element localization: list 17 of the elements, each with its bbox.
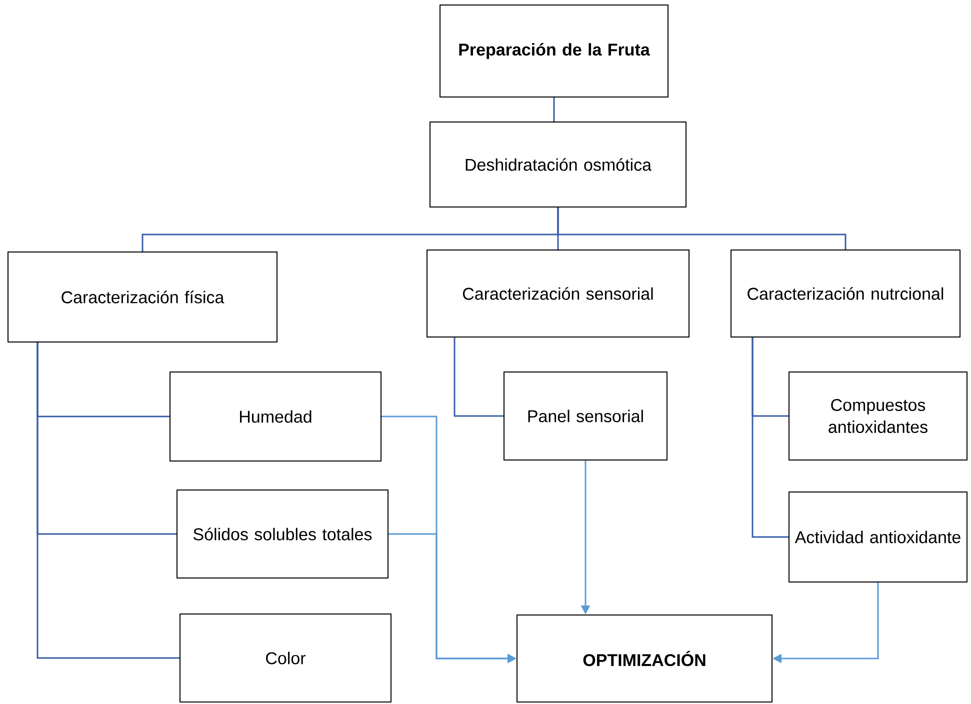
process-box: Actividad antioxidante [788,492,968,582]
connector-line [36,342,180,659]
connector-line [553,98,555,122]
process-box: Deshidratación osmótica [430,122,686,208]
process-box: Compuestos antioxidantes [788,372,968,460]
process-box: Sólidos solubles totales [176,490,388,578]
process-box: Caracterización nutrcional [730,250,961,338]
process-box: Preparación de la Fruta [440,4,668,98]
connector-line [454,338,504,417]
process-box: Humedad [170,372,382,462]
connector-line [752,338,788,538]
result-box: OPTIMIZACIÓN [516,614,772,702]
process-box: Color [180,614,392,702]
process-box: Panel sensorial [504,372,668,460]
process-box: Caracterización sensorial [426,250,690,338]
process-box: Caracterización física [8,252,278,342]
connector-line [557,208,846,250]
